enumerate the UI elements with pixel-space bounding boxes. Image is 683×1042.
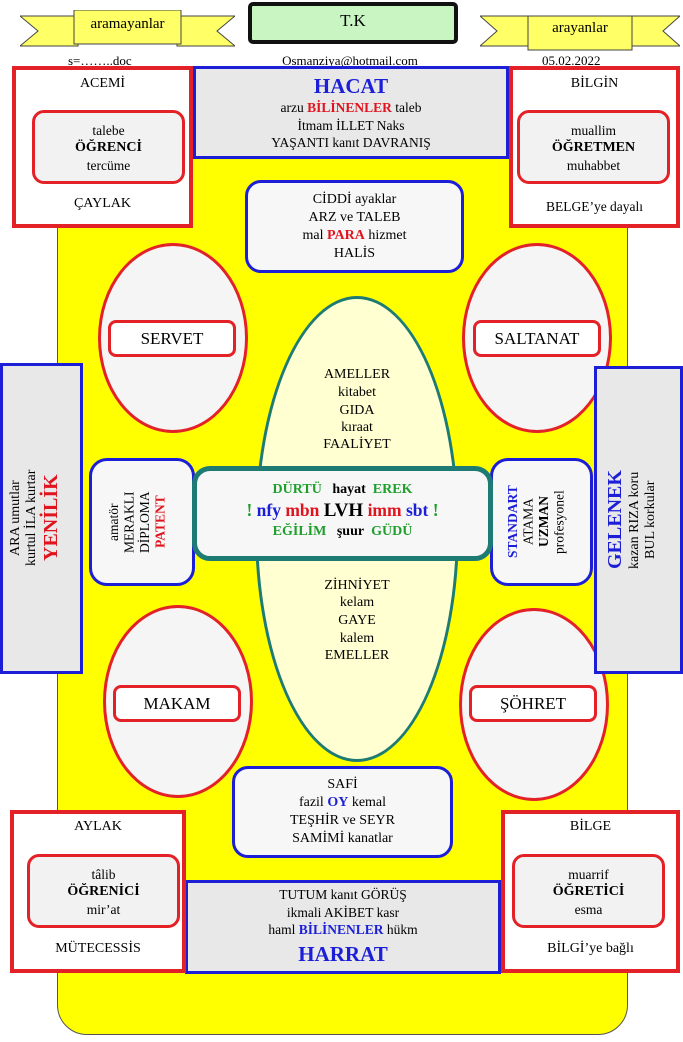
center-row1: DÜRTÜ hayat EREK bbox=[272, 482, 413, 497]
center-row3: EĞİLİM şuur GÜDÜ bbox=[272, 524, 413, 539]
top-center-panel bbox=[193, 66, 509, 159]
right-ribbon-shape bbox=[480, 15, 680, 51]
top-blue-box bbox=[245, 180, 464, 273]
oval-lower-5: EMELLER bbox=[324, 648, 390, 663]
center-teal-box bbox=[192, 466, 493, 561]
corner-bl-inner1: tâlib bbox=[91, 867, 116, 882]
sohret-label: ŞÖHRET bbox=[469, 685, 597, 722]
corner-bl-top: AYLAK bbox=[74, 819, 122, 834]
oval-upper-3: GIDA bbox=[339, 403, 375, 418]
right-ribbon-label: arayanlar bbox=[552, 20, 608, 36]
corner-tr-inner2: ÖĞRETMEN bbox=[551, 140, 636, 155]
oval-upper-5: FAALİYET bbox=[323, 437, 391, 452]
corner-tl-bottom: ÇAYLAK bbox=[73, 196, 132, 211]
corner-br-inner1: muarrif bbox=[568, 867, 609, 882]
corner-br-inner3: esma bbox=[574, 902, 603, 917]
corner-bl-pill bbox=[27, 854, 180, 928]
oval-upper-4: kıraat bbox=[341, 420, 373, 435]
oval-lower-1: ZİHNİYET bbox=[324, 578, 390, 593]
left-mid-box bbox=[89, 458, 195, 586]
oval-lower-3: GAYE bbox=[338, 613, 376, 628]
right-side-panel bbox=[594, 366, 683, 674]
top-box-line2: ARZ ve TALEB bbox=[308, 210, 401, 225]
corner-br-pill bbox=[512, 854, 665, 928]
bottom-center-line1: TUTUM kanıt GÖRÜŞ bbox=[279, 887, 407, 902]
makam-label: MAKAM bbox=[113, 685, 241, 722]
date-text: 05.02.2022 bbox=[542, 53, 601, 68]
top-box-line1: CİDDİ ayaklar bbox=[312, 192, 397, 207]
corner-tr-top: BİLGİN bbox=[570, 76, 619, 91]
harrat-title: HARRAT bbox=[298, 942, 388, 966]
oval-lower-4: kalem bbox=[339, 631, 375, 646]
center-row2: ! nfy mbn LVH imm sbt ! bbox=[246, 500, 439, 521]
corner-tl-inner3: tercüme bbox=[86, 158, 131, 173]
bottom-box-line1: SAFİ bbox=[327, 777, 358, 792]
corner-br-bottom: BİLGİ’ye bağlı bbox=[547, 941, 634, 956]
hacat-title: HACAT bbox=[313, 74, 389, 98]
filename-text: s=……..doc bbox=[68, 53, 132, 68]
corner-tl-top: ACEMİ bbox=[79, 76, 126, 91]
servet-label: SERVET bbox=[108, 320, 236, 357]
left-side-panel bbox=[0, 363, 83, 674]
corner-bl-inner2: ÖĞRENİCİ bbox=[67, 884, 140, 899]
corner-bl-inner3: mir’at bbox=[86, 902, 121, 917]
bottom-box-line3: TEŞHİR ve SEYR bbox=[290, 813, 395, 828]
corner-bl-bottom: MÜTECESSİS bbox=[55, 941, 141, 956]
corner-tl-pill bbox=[32, 110, 185, 184]
email-text: Osmanziya@hotmail.com bbox=[282, 53, 418, 68]
corner-tl-inner1: talebe bbox=[92, 123, 125, 138]
top-center-line3: YAŞANTI kanıt DAVRANIŞ bbox=[271, 135, 431, 150]
right-mid-box bbox=[490, 458, 593, 586]
saltanat-label: SALTANAT bbox=[473, 320, 601, 357]
top-box-line3: mal PARA hizmet bbox=[302, 228, 407, 243]
top-center-line1: arzu BİLİNENLER taleb bbox=[280, 100, 422, 115]
corner-tl-inner2: ÖĞRENCİ bbox=[75, 140, 142, 155]
oval-lower-2: kelam bbox=[339, 595, 375, 610]
corner-tr-pill bbox=[517, 110, 670, 184]
top-box-line4: HALİS bbox=[333, 246, 376, 261]
bottom-blue-box bbox=[232, 766, 453, 858]
corner-br-top: BİLGE bbox=[569, 819, 612, 834]
left-ribbon-label: aramayanlar bbox=[90, 16, 165, 32]
bottom-center-line3: haml BİLİNENLER hükm bbox=[268, 922, 418, 937]
corner-tr-bottom: BELGE’ye dayalı bbox=[545, 199, 644, 214]
corner-br-inner2: ÖĞRETİCİ bbox=[552, 884, 625, 899]
corner-tr-inner3: muhabbet bbox=[566, 158, 621, 173]
left-ribbon-shape bbox=[20, 10, 235, 47]
bottom-box-line4: SAMİMİ kanatlar bbox=[292, 831, 393, 846]
oval-upper-1: AMELLER bbox=[323, 367, 391, 382]
center-title: T.K bbox=[340, 11, 366, 30]
top-center-line2: İtmam İLLET Naks bbox=[297, 118, 405, 133]
oval-upper-2: kitabet bbox=[337, 385, 377, 400]
bottom-center-panel bbox=[185, 880, 501, 974]
corner-tr-inner1: muallim bbox=[571, 123, 616, 138]
bottom-center-line2: ikmali AKİBET kasr bbox=[286, 905, 400, 920]
bottom-box-line2: fazil OY kemal bbox=[298, 795, 387, 810]
center-title-box bbox=[248, 2, 458, 44]
